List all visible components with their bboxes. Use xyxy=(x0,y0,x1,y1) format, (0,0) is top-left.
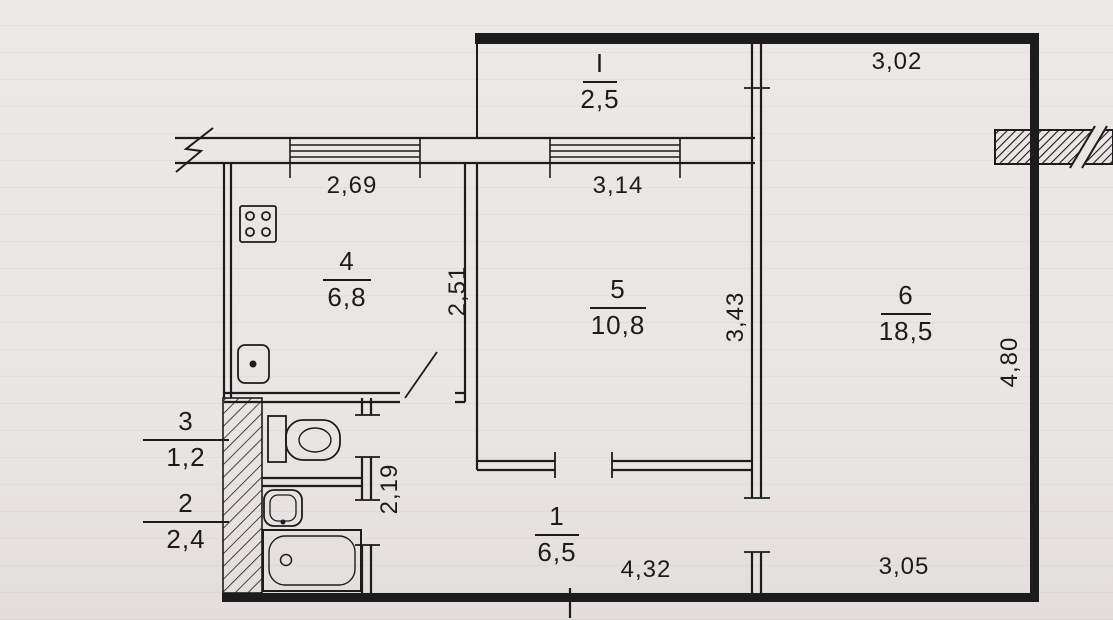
room-number: 5 xyxy=(610,274,626,304)
room-number: I xyxy=(595,48,605,78)
dim-room6-width: 3,05 xyxy=(878,553,930,580)
label-underline xyxy=(590,306,646,309)
dim-room5-depth: 3,43 xyxy=(722,291,749,343)
hatched-wall xyxy=(222,397,263,594)
room-area: 10,8 xyxy=(590,309,646,340)
stove-icon xyxy=(239,205,277,243)
label-underline xyxy=(323,278,371,281)
room-label-balcony: I 2,5 xyxy=(550,50,650,112)
bathtub-icon xyxy=(262,529,362,592)
room-area: 2,5 xyxy=(580,83,620,114)
room-area: 6,5 xyxy=(537,536,577,567)
wall-break-right xyxy=(994,125,1113,169)
room-area: 6,8 xyxy=(327,281,367,312)
dim-kitchen-window-width: 2,69 xyxy=(326,172,378,199)
room-number: 6 xyxy=(898,280,914,310)
room-area: 18,5 xyxy=(878,315,934,346)
kitchen-sink-icon xyxy=(237,344,270,384)
room-label-room6: 6 18,5 xyxy=(856,282,956,344)
label-underline xyxy=(143,438,229,441)
dim-kitchen-depth: 2,51 xyxy=(444,265,471,317)
room-number: 4 xyxy=(339,246,355,276)
toilet-icon xyxy=(267,415,341,463)
room-label-toilet: 3 1,2 xyxy=(136,408,236,470)
dim-hall-width: 4,32 xyxy=(620,556,672,583)
dim-corridor-depth: 2,19 xyxy=(376,463,403,515)
windows xyxy=(289,138,681,178)
room-area: 2,4 xyxy=(166,523,206,554)
label-underline xyxy=(535,533,579,536)
dim-room5-window-width: 3,14 xyxy=(592,172,644,199)
room-number: 2 xyxy=(178,488,194,518)
room-label-hall: 1 6,5 xyxy=(507,503,607,565)
room-number: 1 xyxy=(549,501,565,531)
washbasin-icon xyxy=(263,489,303,527)
room-label-bathroom: 2 2,4 xyxy=(136,490,236,552)
wall-break-left xyxy=(175,127,214,173)
dim-top-right-width: 3,02 xyxy=(871,48,923,75)
label-underline xyxy=(583,80,617,83)
room-label-kitchen: 4 6,8 xyxy=(297,248,397,310)
interior-walls xyxy=(224,44,763,593)
label-underline xyxy=(881,312,931,315)
door-openings xyxy=(355,87,770,618)
room-label-room5: 5 10,8 xyxy=(568,276,668,338)
room-area: 1,2 xyxy=(166,441,206,472)
label-underline xyxy=(143,520,229,523)
dim-room6-depth: 4,80 xyxy=(996,336,1023,388)
room-number: 3 xyxy=(178,406,194,436)
